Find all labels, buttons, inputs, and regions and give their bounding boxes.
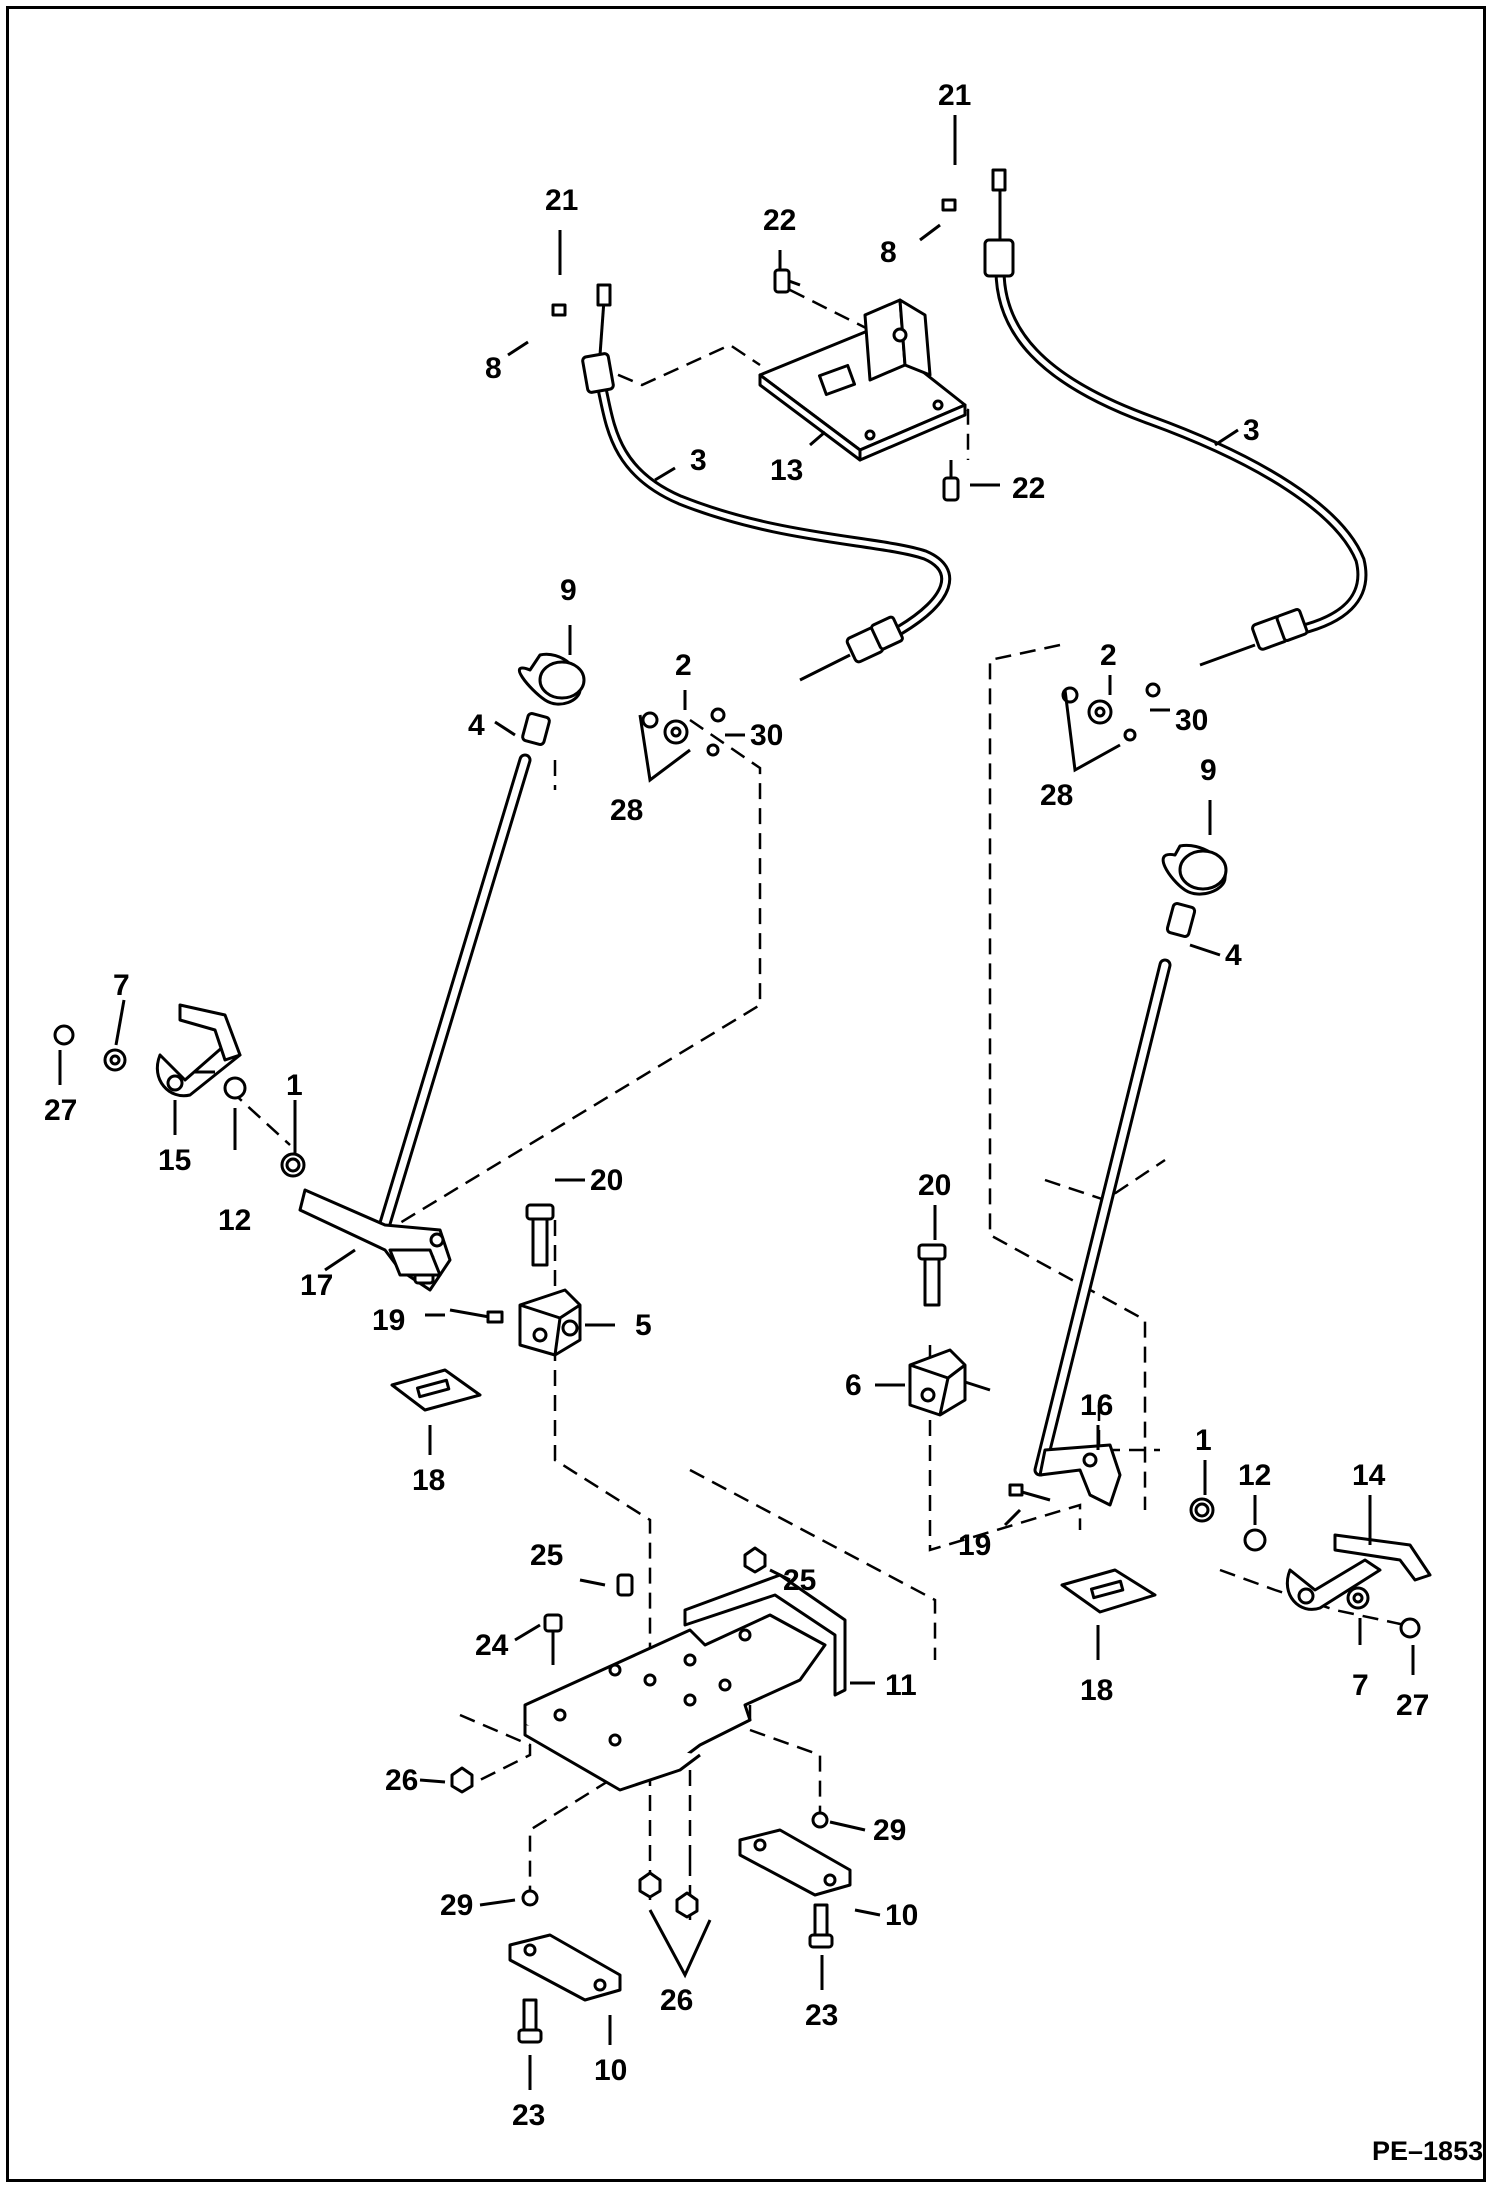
pivot-block-left [518, 1203, 582, 1357]
callout-9: 9 [1200, 754, 1217, 787]
callout-9: 9 [560, 574, 577, 607]
callout-20: 20 [590, 1164, 623, 1197]
callout-29: 29 [873, 1814, 906, 1847]
callout-10: 10 [594, 2054, 627, 2087]
assembly-dashed-lines [229, 288, 1406, 1920]
callout-30: 30 [1175, 704, 1208, 737]
callout-28: 28 [610, 794, 643, 827]
right-control-cable [983, 168, 1368, 667]
callout-2: 2 [1100, 639, 1117, 672]
right-arm [1285, 1533, 1432, 1611]
callout-13: 13 [770, 454, 803, 487]
callout-3: 3 [1243, 414, 1260, 447]
callout-12: 12 [218, 1204, 251, 1237]
callout-4: 4 [468, 709, 485, 742]
callout-12: 12 [1238, 1459, 1271, 1492]
callout-17: 17 [300, 1269, 333, 1302]
callout-4: 4 [1225, 939, 1242, 972]
left-control-cable [581, 283, 952, 682]
callout-28: 28 [1040, 779, 1073, 812]
pivot-block-right [908, 1243, 991, 1417]
callout-7: 7 [113, 969, 130, 1002]
callout-18: 18 [412, 1464, 445, 1497]
callout-27: 27 [1396, 1689, 1429, 1722]
drawing-frame [6, 6, 1486, 2182]
callout-22: 22 [763, 204, 796, 237]
callout-11: 11 [885, 1669, 917, 1702]
callout-23: 23 [512, 2099, 545, 2132]
callout-25: 25 [783, 1564, 816, 1597]
callout-8: 8 [880, 236, 897, 269]
callout-22: 22 [1012, 472, 1045, 505]
callout-26: 26 [385, 1764, 418, 1797]
callout-15: 15 [158, 1144, 191, 1177]
callout-8: 8 [485, 352, 502, 385]
callout-3: 3 [690, 444, 707, 477]
callout-18: 18 [1080, 1674, 1113, 1707]
callout-16: 16 [1080, 1389, 1113, 1422]
callout-23: 23 [805, 1999, 838, 2032]
callout-10: 10 [885, 1899, 918, 1932]
callout-14: 14 [1352, 1459, 1386, 1492]
callout-1: 1 [286, 1069, 303, 1102]
callout-24: 24 [475, 1629, 509, 1662]
callout-30: 30 [750, 719, 783, 752]
callout-19: 19 [372, 1304, 405, 1337]
drawing-reference: PE–1853 [1372, 2136, 1483, 2166]
callout-26: 26 [660, 1984, 693, 2017]
callout-29: 29 [440, 1889, 473, 1922]
base-hardware [450, 1546, 834, 2044]
callout-19: 19 [958, 1529, 991, 1562]
callout-7: 7 [1352, 1669, 1369, 1702]
cable-mount-bracket [758, 268, 967, 502]
mount-brackets [508, 1828, 852, 2002]
callout-20: 20 [918, 1169, 951, 1202]
left-arm [155, 1003, 242, 1098]
callout-27: 27 [44, 1094, 77, 1127]
callout-labels: 21 8 21 8 22 22 3 3 13 9 9 4 4 2 2 30 30… [44, 79, 1429, 2132]
leader-lines [58, 115, 1415, 2090]
left-steering-lever [298, 652, 586, 1292]
right-steering-lever [1033, 843, 1228, 1507]
callout-21: 21 [545, 184, 578, 217]
callout-6: 6 [845, 1369, 862, 1402]
callout-1: 1 [1195, 1424, 1212, 1457]
hardware [53, 198, 1421, 1639]
callout-2: 2 [675, 649, 692, 682]
callout-25: 25 [530, 1539, 563, 1572]
base-plate [523, 1573, 847, 1792]
callout-5: 5 [635, 1309, 652, 1342]
callout-21: 21 [938, 79, 971, 112]
foot-pads [390, 1368, 1157, 1614]
